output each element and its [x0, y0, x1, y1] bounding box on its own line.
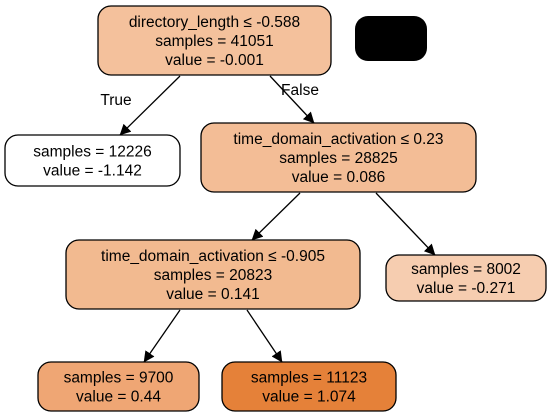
node-text-line: time_domain_activation ≤ -0.905 — [101, 248, 325, 265]
node-text-line: value = -0.271 — [417, 280, 516, 297]
node-text-line: value = 0.44 — [76, 389, 161, 406]
node-box — [4, 134, 181, 187]
tree-node-n5: samples = 9700 value = 0.44 — [37, 361, 200, 412]
node-box — [65, 239, 361, 310]
node-box — [385, 254, 547, 302]
node-text-line: samples = 20823 — [154, 267, 272, 284]
edge-root-n2 — [269, 75, 315, 124]
node-text-line: samples = 12226 — [33, 144, 151, 161]
nodes-layer: directory_length ≤ -0.588 samples = 41051… — [4, 5, 547, 412]
edge-n3-n6 — [246, 309, 283, 363]
edge-n2-n4 — [375, 192, 436, 256]
tree-node-root: directory_length ≤ -0.588 samples = 41051… — [97, 5, 332, 76]
node-text-line: value = 0.141 — [166, 286, 260, 303]
tree-node-n4: samples = 8002 value = -0.271 — [385, 254, 547, 302]
node-text-line: value = -0.001 — [165, 52, 264, 69]
tree-node-n2: time_domain_activation ≤ 0.23 samples = 2… — [200, 122, 477, 193]
edges-layer: True False — [100, 75, 436, 363]
edge-n3-n5 — [143, 309, 181, 363]
tree-node-n3: time_domain_activation ≤ -0.905 samples =… — [65, 239, 361, 310]
node-text-line: samples = 41051 — [155, 33, 273, 50]
edge-label-root-n1: True — [100, 92, 131, 109]
node-text-line: samples = 28825 — [279, 150, 397, 167]
node-box — [37, 361, 200, 412]
node-text-line: value = 0.086 — [292, 169, 386, 186]
node-text-line: samples = 11123 — [251, 370, 367, 387]
edge-n2-n3 — [251, 192, 301, 241]
node-text-line: directory_length ≤ -0.588 — [129, 14, 300, 31]
node-text-line: samples = 9700 — [64, 370, 174, 387]
node-text-line: value = 1.074 — [262, 389, 356, 406]
node-text-line: samples = 8002 — [411, 261, 521, 278]
edge-root-n1 — [119, 75, 181, 136]
node-text-line: value = -1.142 — [43, 163, 142, 180]
node-box — [221, 361, 397, 412]
tree-node-n1: samples = 12226 value = -1.142 — [4, 134, 181, 187]
node-box — [97, 5, 332, 76]
tree-node-n6: samples = 11123 value = 1.074 — [221, 361, 397, 412]
edge-label-root-n2: False — [281, 82, 319, 99]
redaction-block — [355, 16, 427, 61]
node-text-line: time_domain_activation ≤ 0.23 — [233, 131, 443, 148]
node-box — [200, 122, 477, 193]
